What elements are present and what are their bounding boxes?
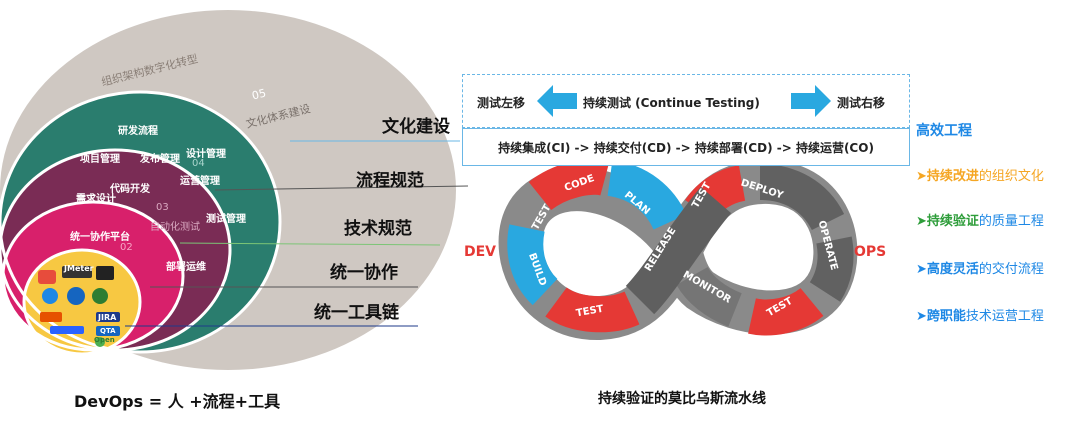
l3-item-5: 部署运维 [166, 262, 206, 273]
right-caption: 持续验证的莫比乌斯流水线 [598, 391, 766, 407]
l3-item-4: 测试管理 [206, 214, 246, 225]
bullet-2-rest: 的质量工程 [978, 214, 1044, 229]
layer-label-culture: 文化建设 [382, 117, 450, 137]
pipeline-text: 持续集成(CI) -> 持续交付(CD) -> 持续部署(CD) -> 持续运营… [498, 140, 874, 155]
mobius-loop [498, 158, 858, 340]
tool-jmeter: JMeter [64, 264, 94, 273]
layer-label-collab: 统一协作 [330, 263, 398, 283]
bullet-4-strong: 跨职能 [926, 309, 966, 324]
l4-item-2: 项目管理 [80, 154, 120, 165]
bullet-2: ➤持续验证的质量工程 [916, 214, 1044, 229]
ops-label: OPS [854, 244, 887, 260]
l4-number: 04 [192, 158, 205, 169]
dev-label: DEV [464, 244, 497, 260]
layer-label-toolchain: 统一工具链 [314, 303, 399, 323]
bullet-4-rest: 技术运营工程 [965, 309, 1044, 324]
bullet-3-rest: 的交付流程 [978, 262, 1044, 277]
tool-jira: JIRA [98, 313, 117, 322]
l3-item-2: 需求设计 [76, 194, 116, 205]
bullet-3-strong: 高度灵活 [926, 262, 979, 277]
label-connectors [125, 140, 469, 327]
shift-box: 测试左移 持续测试 (Continue Testing) 测试右移 [462, 74, 910, 128]
l4-item-3: 发布管理 [140, 154, 180, 165]
l4-item-1: 研发流程 [118, 126, 158, 137]
l3-item-1: 代码开发 [110, 184, 150, 195]
bullet-4: ➤跨职能技术运营工程 [916, 309, 1044, 324]
efficient-title: 高效工程 [916, 123, 972, 139]
pipeline-box: 持续集成(CI) -> 持续交付(CD) -> 持续部署(CD) -> 持续运营… [462, 128, 910, 166]
arrow-left-icon [537, 85, 577, 117]
tool-icons [38, 266, 120, 347]
tool-qta: QTA [100, 327, 116, 335]
bullet-2-strong: 持续验证 [926, 214, 979, 229]
tool-open: Open [94, 336, 115, 344]
l3-number: 03 [156, 202, 169, 213]
l3-item-3: 自动化测试 [150, 222, 200, 233]
bullet-1: ➤持续改进的组织文化 [916, 169, 1044, 184]
layer-label-tech: 技术规范 [344, 219, 412, 239]
shift-right-text: 测试右移 [837, 96, 886, 110]
l2-title: 统一协作平台 [70, 232, 130, 243]
l4-item-4: 设计管理 [186, 149, 226, 160]
bullet-3: ➤高度灵活的交付流程 [916, 262, 1044, 277]
continue-testing-text: 持续测试 (Continue Testing) [583, 96, 760, 110]
layer-label-process: 流程规范 [356, 171, 424, 191]
bullet-1-strong: 持续改进 [926, 169, 979, 184]
bullet-1-rest: 的组织文化 [978, 169, 1044, 184]
shift-left-text: 测试左移 [477, 96, 526, 110]
l4-item-5: 运营管理 [180, 176, 220, 187]
left-caption: DevOps = 人 +流程+工具 [74, 392, 281, 411]
arrow-right-icon [791, 85, 831, 117]
l2-number: 02 [120, 242, 133, 253]
